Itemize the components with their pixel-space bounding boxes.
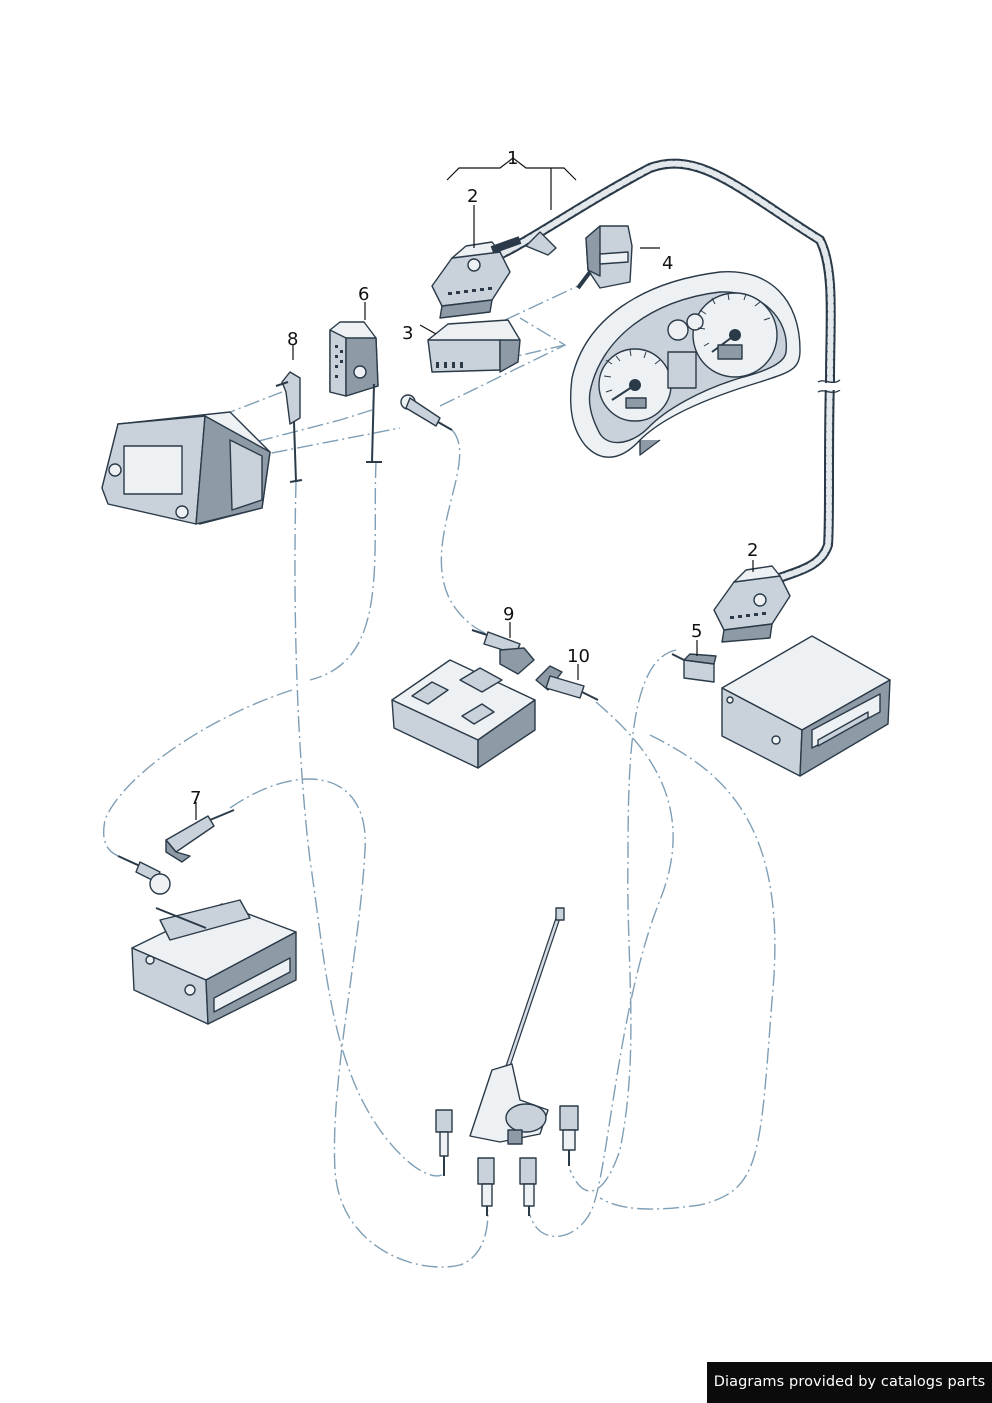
callout-1-bracket	[446, 157, 577, 210]
callout-5: 5	[691, 621, 702, 642]
round-connector	[117, 855, 171, 895]
connector-3	[419, 319, 521, 373]
callout-10: 10	[567, 646, 590, 667]
callout-9: 9	[503, 604, 514, 625]
credit-banner: Diagrams provided by catalogs parts	[707, 1362, 992, 1403]
head-unit	[131, 899, 297, 1025]
instrument-cluster	[569, 271, 801, 458]
control-box	[391, 659, 536, 769]
roof-antenna	[469, 907, 565, 1145]
plug-5	[671, 640, 717, 683]
connector-2-lower	[713, 560, 791, 643]
connector-4	[576, 225, 660, 290]
adapter-9	[471, 622, 535, 675]
callout-1: 1	[507, 148, 518, 169]
antenna-connector-top	[400, 394, 453, 431]
callout-8: 8	[287, 329, 298, 350]
adapter-10	[535, 664, 599, 701]
cd-changer	[721, 635, 891, 777]
callout-2-lower: 2	[747, 540, 758, 561]
callout-4: 4	[662, 253, 673, 274]
connector-2-top	[431, 205, 522, 319]
plug-7	[165, 802, 235, 863]
antenna-adapters	[435, 1105, 579, 1216]
plug-8	[275, 344, 303, 483]
callout-6: 6	[358, 284, 369, 305]
callouts: 1 2 2 3 4 5 6 7 8 9 10	[190, 148, 758, 809]
callout-2-top: 2	[467, 186, 478, 207]
callout-3: 3	[402, 323, 413, 344]
callout-7: 7	[190, 788, 201, 809]
module-6	[329, 302, 382, 463]
dashed-routing-paths	[103, 284, 776, 1268]
navigation-unit	[101, 411, 271, 525]
wiring-harness	[465, 158, 842, 587]
